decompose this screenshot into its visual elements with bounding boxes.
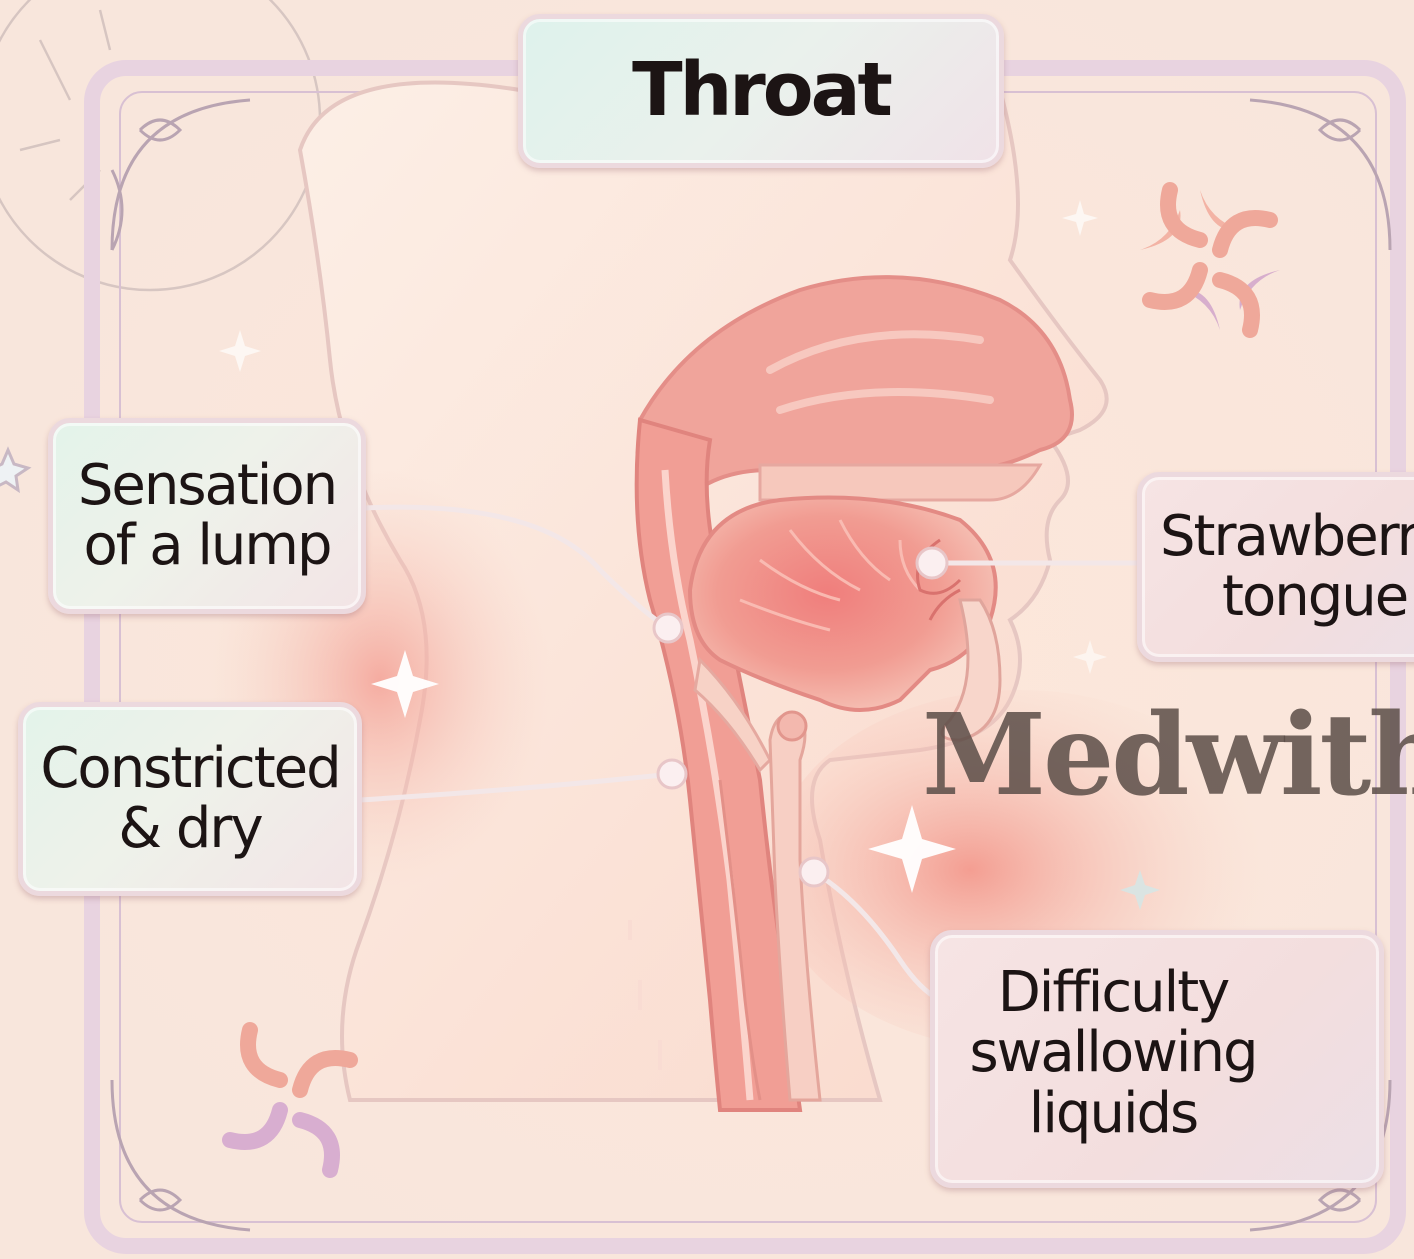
page-title: Throat: [632, 51, 890, 131]
label-line: Constricted: [40, 739, 339, 799]
label-difficulty-swallowing: Difficulty swallowing liquids: [930, 930, 1384, 1188]
label-line: Sensation: [78, 456, 336, 516]
label-text-group: Difficulty swallowing liquids: [963, 963, 1263, 1144]
label-line: Difficulty: [963, 963, 1263, 1023]
label-line: tongue: [1160, 567, 1407, 627]
label-sensation-of-lump: Sensation of a lump: [48, 418, 366, 614]
label-strawberry-tongue: Strawberr tongue: [1137, 472, 1414, 662]
label-line: Strawberr: [1160, 507, 1414, 567]
label-line: liquids: [963, 1084, 1263, 1144]
label-line: swallowing: [963, 1023, 1263, 1083]
label-constricted-dry: Constricted & dry: [18, 702, 362, 896]
watermark: Medwith: [922, 690, 1414, 821]
label-line: & dry: [118, 799, 261, 859]
title-box: Throat: [518, 14, 1004, 168]
label-line: of a lump: [83, 516, 330, 576]
